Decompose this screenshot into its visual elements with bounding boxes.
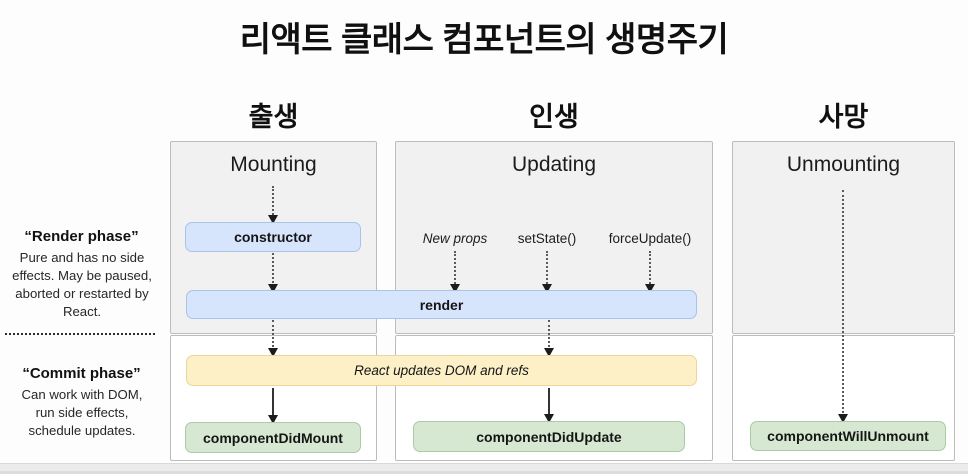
- stage-label-birth: 출생: [248, 102, 299, 132]
- node-constructor: constructor: [185, 222, 361, 252]
- arrow-render-to-domupdate-mounting: [268, 320, 278, 357]
- arrowhead-icon: [544, 348, 554, 357]
- arrowhead-icon: [268, 215, 278, 224]
- page-title: 리액트 클래스 컴포넌트의 생명주기: [239, 21, 729, 59]
- arrow-render-to-domupdate-updating: [544, 320, 554, 357]
- stage-label-life: 인생: [529, 102, 579, 132]
- arrow-domupdate-to-didmount: [268, 388, 278, 424]
- node-render: render: [186, 290, 697, 319]
- bottom-strip-shadow: [0, 471, 968, 474]
- arrowhead-icon: [268, 415, 278, 424]
- node-component-did-update: componentDidUpdate: [413, 421, 685, 452]
- arrowhead-icon: [268, 348, 278, 357]
- arrowhead-icon: [645, 284, 655, 293]
- panel-title-unmounting: Unmounting: [786, 153, 901, 176]
- render-phase-description: Pure and has no side effects. May be pau…: [12, 250, 152, 319]
- arrow-domupdate-to-didupdate: [544, 388, 554, 423]
- trigger-new-props: New props: [422, 231, 488, 246]
- commit-phase-title: “Commit phase”: [22, 365, 141, 382]
- arrow-setstate-to-render: [542, 251, 552, 293]
- node-react-updates-dom: React updates DOM and refs: [186, 355, 697, 386]
- arrow-constructor-to-render: [268, 253, 278, 293]
- panel-title-updating: Updating: [511, 153, 597, 176]
- arrowhead-icon: [450, 284, 460, 293]
- arrow-mounting-to-constructor: [268, 186, 278, 224]
- trigger-force-update: forceUpdate(): [608, 231, 692, 246]
- trigger-set-state: setState(): [517, 231, 577, 246]
- arrow-newprops-to-render: [450, 251, 460, 293]
- arrowhead-icon: [268, 284, 278, 293]
- render-phase-title: “Render phase”: [24, 228, 139, 245]
- node-component-will-unmount: componentWillUnmount: [750, 421, 946, 451]
- bottom-strip: [0, 463, 968, 474]
- arrowhead-icon: [838, 414, 848, 423]
- arrow-unmounting-to-willunmount: [838, 190, 848, 423]
- panel-title-mounting: Mounting: [230, 153, 317, 176]
- arrowhead-icon: [542, 284, 552, 293]
- stage-label-death: 사망: [818, 102, 869, 132]
- node-component-did-mount: componentDidMount: [185, 422, 361, 453]
- commit-phase-description: Can work with DOM, run side effects, sch…: [21, 387, 143, 438]
- arrow-forceupdate-to-render: [645, 251, 655, 293]
- phase-divider-dotted-line: [5, 333, 155, 335]
- arrowhead-icon: [544, 414, 554, 423]
